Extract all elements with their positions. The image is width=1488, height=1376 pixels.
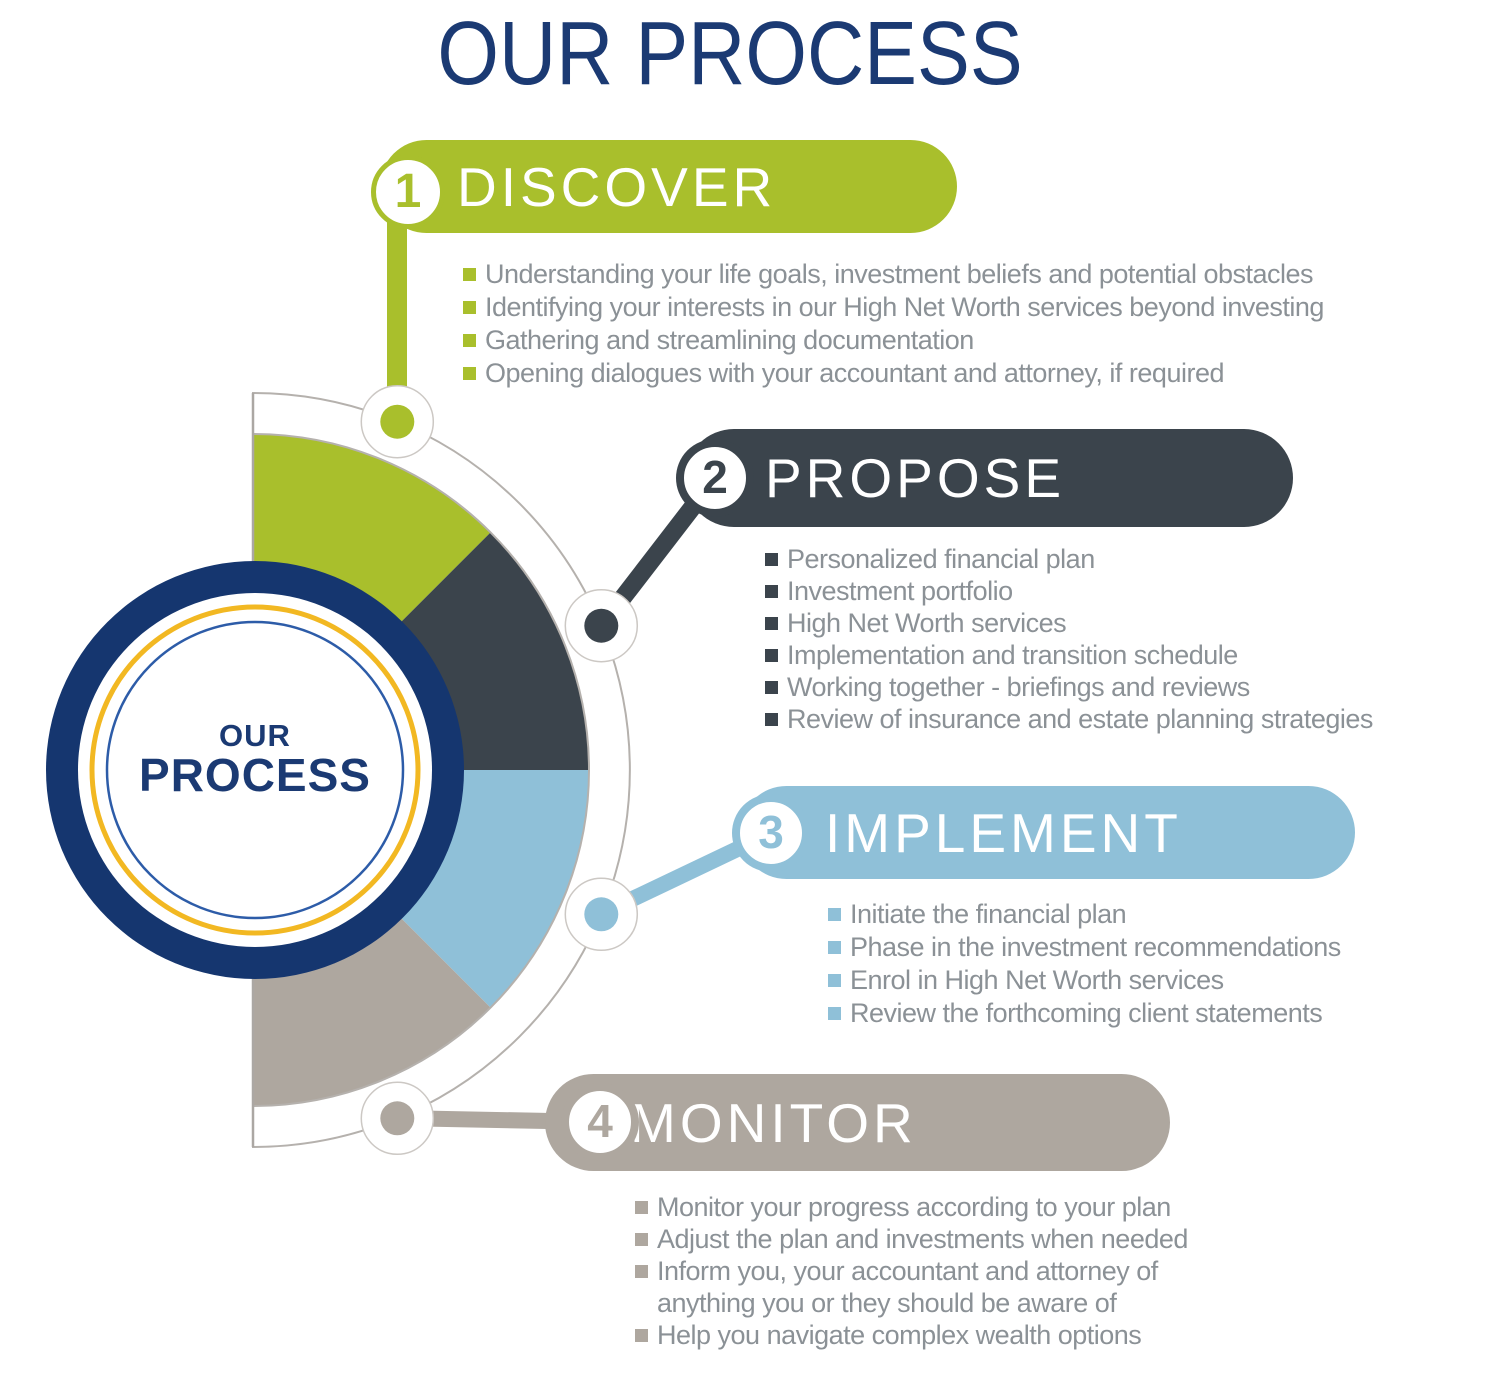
step-4-number: 4 [587, 1095, 613, 1147]
step-2-number: 2 [702, 451, 728, 503]
step-4-number-badge: 4 [561, 1083, 639, 1161]
center-badge-rings [46, 561, 464, 979]
bullet-item: Personalized financial plan [765, 543, 1373, 575]
implement-bullet-list: Initiate the financial plan Phase in the… [828, 898, 1341, 1030]
discover-pill-label: DISCOVER [457, 155, 777, 218]
discover-bullet-list: Understanding your life goals, investmen… [463, 258, 1324, 390]
bullet-item: Implementation and transition schedule [765, 639, 1373, 671]
bullet-item: High Net Worth services [765, 607, 1373, 639]
propose-pill: PROPOSE [685, 429, 1293, 527]
bullet-item: Help you navigate complex wealth options [635, 1319, 1188, 1351]
step-3-number: 3 [758, 806, 784, 858]
badge-blue-ring [105, 620, 405, 920]
step-2-number-badge: 2 [676, 439, 754, 517]
bullet-item: Identifying your interests in our High N… [463, 291, 1324, 324]
bullet-item: Inform you, your accountant and attorney… [635, 1255, 1188, 1319]
bullet-item: Gathering and streamlining documentation [463, 324, 1324, 357]
monitor-pill: MONITOR [545, 1074, 1170, 1171]
center-badge: OUR PROCESS [0, 719, 555, 798]
bullet-item: Working together - briefings and reviews [765, 671, 1373, 703]
bullet-item: Understanding your life goals, investmen… [463, 258, 1324, 291]
connector-node-monitor [360, 1081, 435, 1156]
step-1-number: 1 [394, 164, 422, 218]
discover-pill: DISCOVER [380, 140, 957, 233]
bullet-item: Review the forthcoming client statements [828, 997, 1341, 1030]
bullet-item: Opening dialogues with your accountant a… [463, 357, 1324, 390]
step-3-number-badge: 3 [732, 794, 810, 872]
bullet-item: Review of insurance and estate planning … [765, 703, 1373, 735]
connector-node-implement [564, 877, 639, 952]
bullet-item: Adjust the plan and investments when nee… [635, 1223, 1188, 1255]
step-1-number-badge: 1 [371, 155, 445, 229]
bullet-item: Investment portfolio [765, 575, 1373, 607]
propose-pill-label: PROPOSE [765, 447, 1066, 509]
bullet-item: Initiate the financial plan [828, 898, 1341, 931]
implement-pill-label: IMPLEMENT [825, 801, 1182, 864]
connector-node-discover [360, 384, 435, 459]
connector-node-propose [564, 588, 639, 663]
center-badge-line1: OUR [219, 718, 291, 753]
propose-bullet-list: Personalized financial plan Investment p… [765, 543, 1373, 735]
bullet-item: Monitor your progress according to your … [635, 1191, 1188, 1223]
center-badge-line2: PROCESS [139, 749, 371, 801]
bullet-item: Phase in the investment recommendations [828, 931, 1341, 964]
badge-white-disc [78, 593, 432, 947]
badge-yellow-ring [89, 604, 421, 936]
implement-pill: IMPLEMENT [740, 786, 1355, 879]
page-title: OUR PROCESS [437, 4, 1023, 104]
monitor-bullet-list: Monitor your progress according to your … [635, 1191, 1188, 1351]
bullet-item: Enrol in High Net Worth services [828, 964, 1341, 997]
monitor-pill-label: MONITOR [630, 1091, 917, 1154]
